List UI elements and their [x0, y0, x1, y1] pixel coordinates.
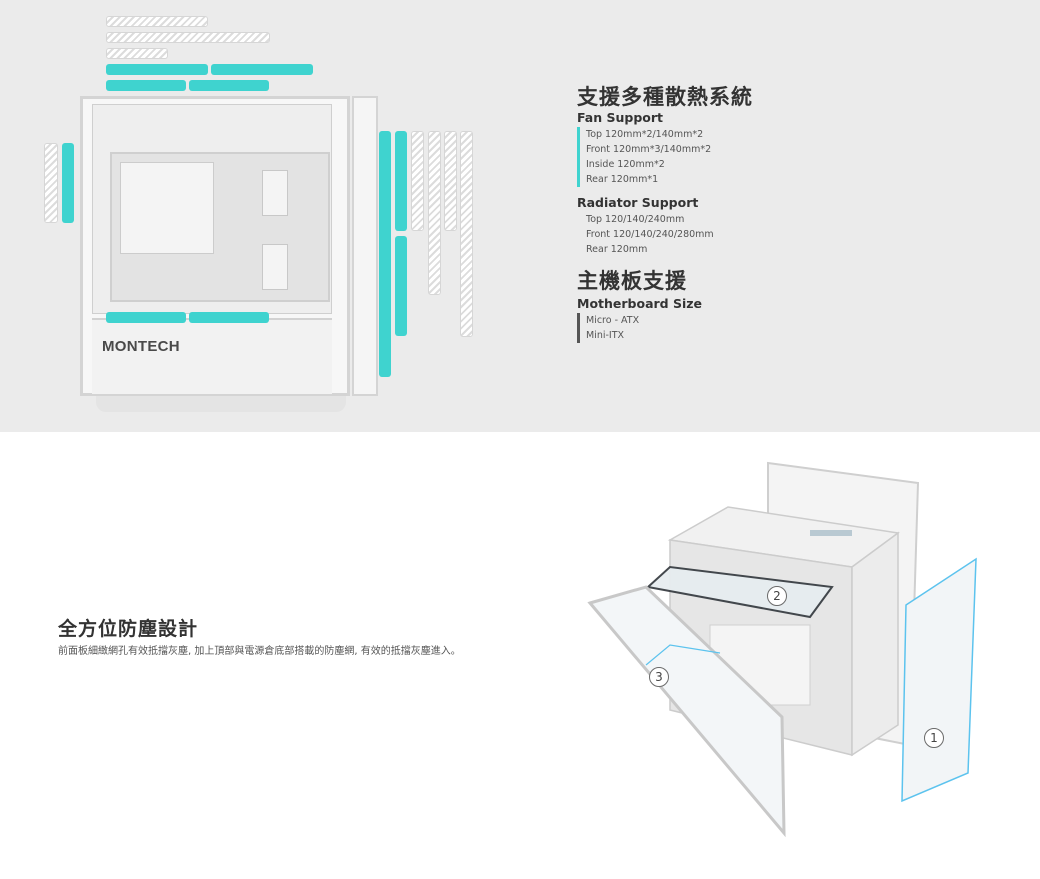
case-feet [96, 396, 346, 412]
radiator-support-list: Top 120/140/240mm Front 120/140/240/280m… [577, 212, 714, 257]
psu-shroud [92, 318, 332, 394]
dust-description: 前面板細緻網孔有效抵擋灰塵, 加上頂部與電源倉底部搭載的防塵網, 有效的抵擋灰塵… [58, 646, 461, 657]
rear-radiator-marker [44, 143, 58, 223]
cable-grommet [262, 244, 288, 290]
motherboard-size-heading: Motherboard Size [577, 296, 703, 311]
motherboard-size-list: Micro - ATX Mini-ITX [577, 313, 639, 343]
front-radiator-marker [411, 131, 424, 231]
front-fan-marker [379, 131, 391, 377]
legend-bar-hatched [106, 32, 270, 43]
case-front-panel [352, 96, 378, 396]
motherboard-size-item: Micro - ATX [577, 313, 639, 328]
legend-bar-hatched [106, 48, 168, 59]
front-radiator-marker [460, 131, 473, 337]
callout-1: 1 [924, 728, 944, 748]
motherboard-title: 主機板支援 [577, 269, 687, 293]
fan-support-item: Top 120mm*2/140mm*2 [577, 127, 711, 142]
motherboard-cutout [120, 162, 214, 254]
fan-support-item: Front 120mm*3/140mm*2 [577, 142, 711, 157]
legend-bar-cyan [189, 80, 269, 91]
legend-bar-cyan [211, 64, 313, 75]
motherboard-size-item: Mini-ITX [577, 328, 639, 343]
exploded-case-illustration [587, 461, 977, 838]
legend-bar-cyan [106, 80, 186, 91]
fan-support-item: Rear 120mm*1 [577, 172, 711, 187]
case-brand-logo: MONTECH [102, 338, 180, 355]
front-radiator-marker [428, 131, 441, 295]
psu-fan-marker [106, 312, 186, 323]
rear-fan-marker [62, 143, 74, 223]
radiator-support-item: Rear 120mm [586, 244, 648, 255]
legend-bar-hatched [106, 16, 208, 27]
fan-support-item: Inside 120mm*2 [577, 157, 711, 172]
radiator-support-item: Front 120/140/240/280mm [586, 229, 714, 240]
radiator-support-heading: Radiator Support [577, 195, 699, 210]
cable-grommet [262, 170, 288, 216]
front-radiator-marker [444, 131, 457, 231]
cooling-title: 支援多種散熱系統 [577, 85, 753, 109]
callout-3: 3 [649, 667, 669, 687]
fan-support-heading: Fan Support [577, 110, 664, 125]
dust-title: 全方位防塵設計 [58, 618, 199, 640]
psu-fan-marker [189, 312, 269, 323]
callout-2: 2 [767, 586, 787, 606]
front-fan-marker [395, 236, 407, 336]
legend-bar-cyan [106, 64, 208, 75]
radiator-support-item: Top 120/140/240mm [586, 214, 685, 225]
fan-support-list: Top 120mm*2/140mm*2 Front 120mm*3/140mm*… [577, 127, 711, 187]
front-fan-marker [395, 131, 407, 231]
